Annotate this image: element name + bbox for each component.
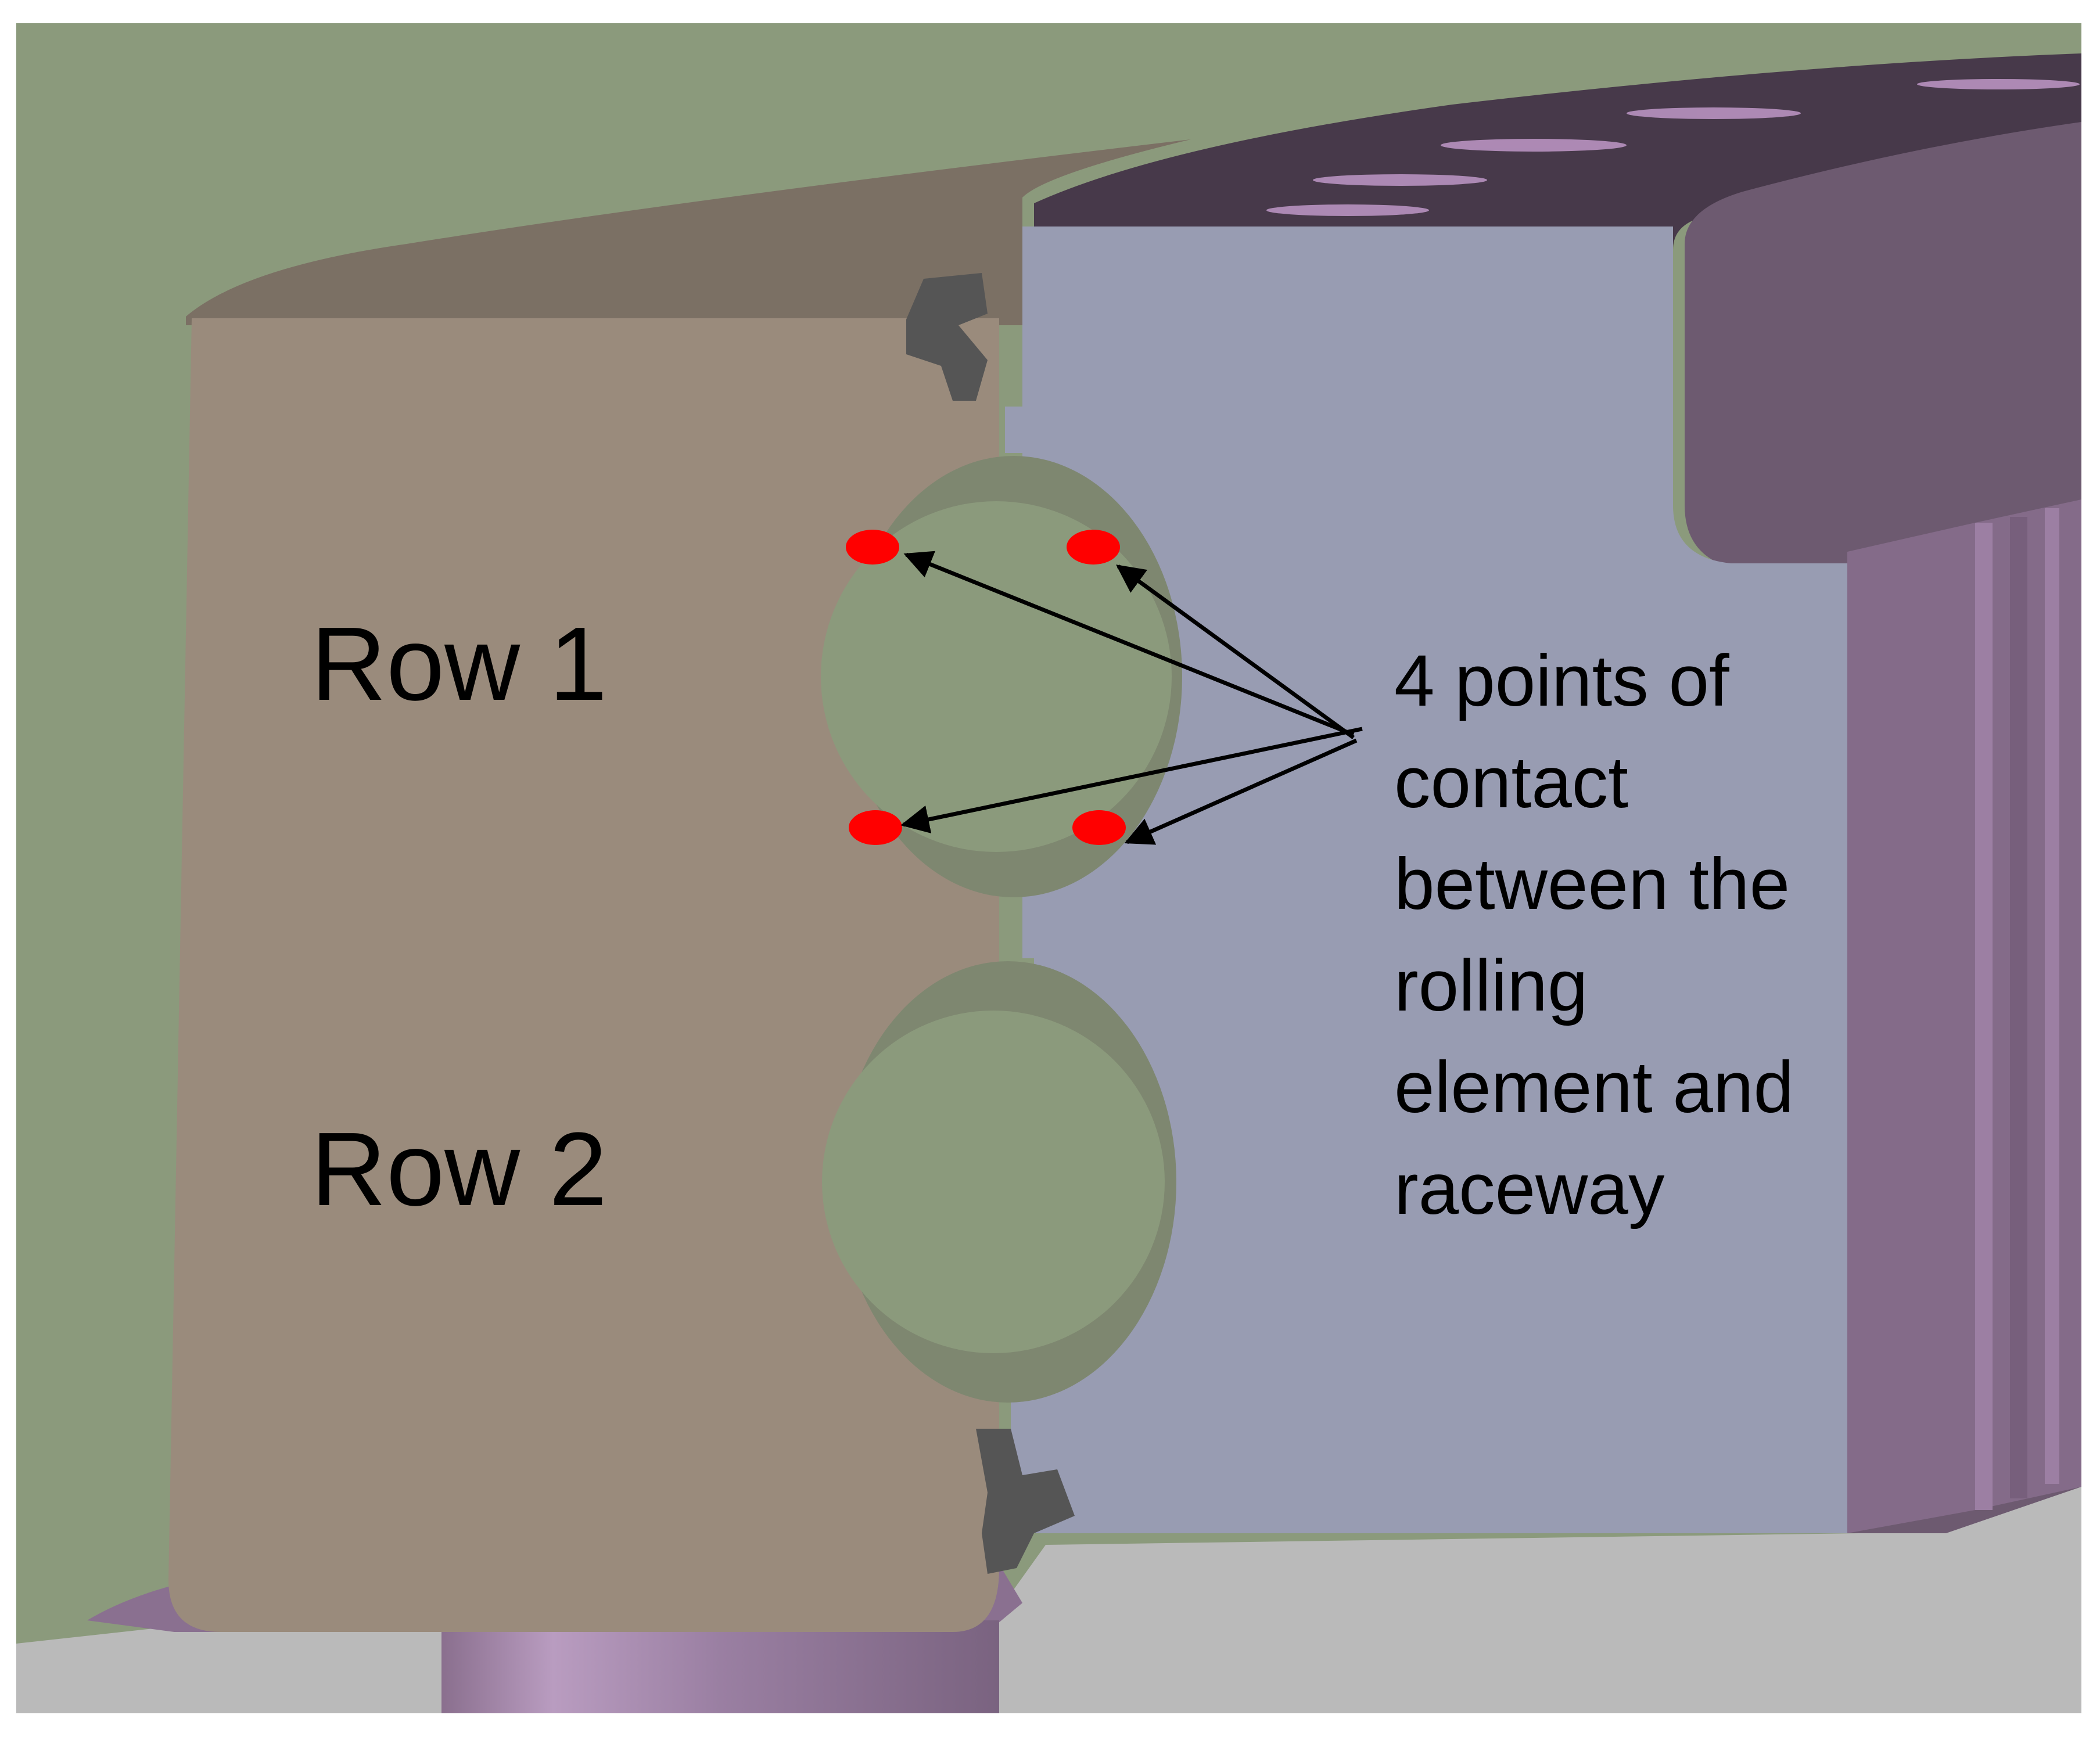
outer-ring <box>168 318 999 1632</box>
contact-annotation: 4 points of contact between the rolling … <box>1394 641 1814 1229</box>
arrow-top-left <box>903 551 1355 737</box>
row1-label: Row 1 <box>311 606 607 722</box>
top-seal <box>906 273 988 401</box>
row2-label: Row 2 <box>311 1111 607 1228</box>
annotation-line: contact <box>1394 742 1628 823</box>
annotation-line: 4 points of <box>1394 641 1729 721</box>
annotation-line: element and <box>1394 1047 1794 1128</box>
base-pipe <box>441 1620 999 1713</box>
inner-ring <box>1005 227 1847 1533</box>
arrow-bottom-left <box>900 727 1363 833</box>
contact-point-top-right <box>1067 530 1120 565</box>
row2-rolling-element <box>822 1011 1165 1353</box>
arrow-bottom-right <box>1124 738 1358 845</box>
contact-point-bottom-left <box>849 810 902 845</box>
bottom-seal <box>976 1429 1075 1574</box>
contact-point-bottom-right <box>1072 810 1126 845</box>
arrow-top-right <box>1116 565 1355 739</box>
annotation-line: between the <box>1394 844 1790 925</box>
annotation-line: rolling <box>1394 946 1588 1026</box>
bolt-holes <box>1266 79 2080 216</box>
contact-arrows <box>900 551 1363 845</box>
contact-point-top-left <box>846 530 899 565</box>
row1-rolling-element <box>821 501 1172 852</box>
flange-steps <box>1847 499 2081 1533</box>
annotation-line: raceway <box>1394 1149 1665 1229</box>
